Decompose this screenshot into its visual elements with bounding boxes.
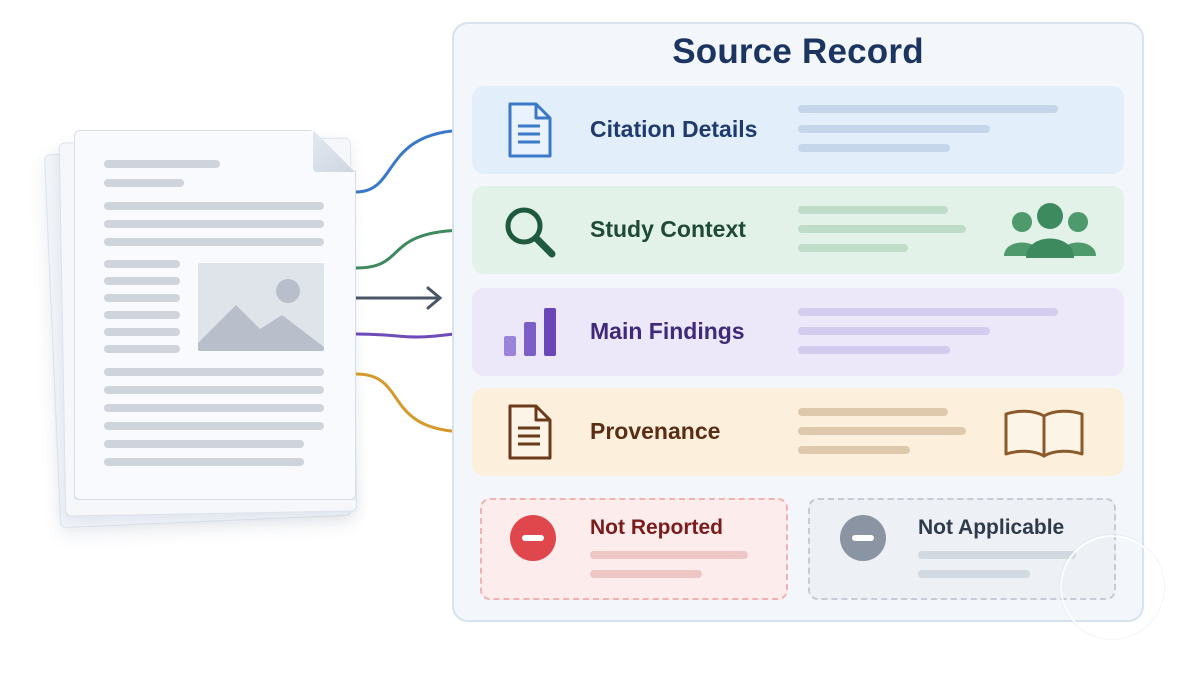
placeholder-line [798,105,1058,113]
magnifier-icon [505,207,556,258]
text-line [104,440,304,448]
text-line [104,311,180,319]
placeholder-line [798,346,950,354]
placeholder-line [798,308,1058,316]
text-line [104,345,180,353]
text-line [104,328,180,336]
status-label-not-applicable: Not Applicable [918,516,1065,539]
minus-circle-icon [840,515,886,561]
section-label-study: Study Context [590,216,746,242]
section-label-findings: Main Findings [590,318,745,344]
placeholder-line [798,144,950,152]
image-placeholder-icon [198,263,324,351]
placeholder-line [798,327,990,335]
placeholder-line [590,570,702,578]
text-line [104,238,324,246]
people-icon [1004,203,1096,258]
arrowhead-icon [426,286,443,310]
placeholder-line [798,408,948,416]
section-label-citation: Citation Details [590,116,758,142]
text-line [104,294,180,302]
placeholder-line [798,446,910,454]
document-icon [508,102,552,158]
text-line [104,404,324,412]
connector-provenance [355,372,471,434]
text-line [104,220,324,228]
document-icon [508,404,552,460]
text-line [104,179,184,187]
placeholder-line [918,570,1030,578]
text-line [104,160,220,168]
watermark-emblem [1060,535,1164,639]
panel-title: Source Record [672,32,924,71]
minus-circle-icon [510,515,556,561]
placeholder-line [798,125,990,133]
open-book-icon [1004,409,1084,458]
text-line [104,260,180,268]
placeholder-line [798,206,948,214]
placeholder-line [590,551,748,559]
placeholder-line [798,225,966,233]
text-line [104,422,324,430]
status-label-not-reported: Not Reported [590,516,723,539]
section-label-provenance: Provenance [590,418,721,444]
text-line [104,386,324,394]
text-line [104,202,324,210]
placeholder-line [798,244,908,252]
bar-chart-icon [504,308,556,356]
text-line [104,368,324,376]
text-line [104,458,304,466]
placeholder-line [918,551,1076,559]
connector-citation [355,128,471,194]
text-line [104,277,180,285]
connector-findings [355,330,469,339]
placeholder-line [798,427,966,435]
connector-study [355,228,471,270]
